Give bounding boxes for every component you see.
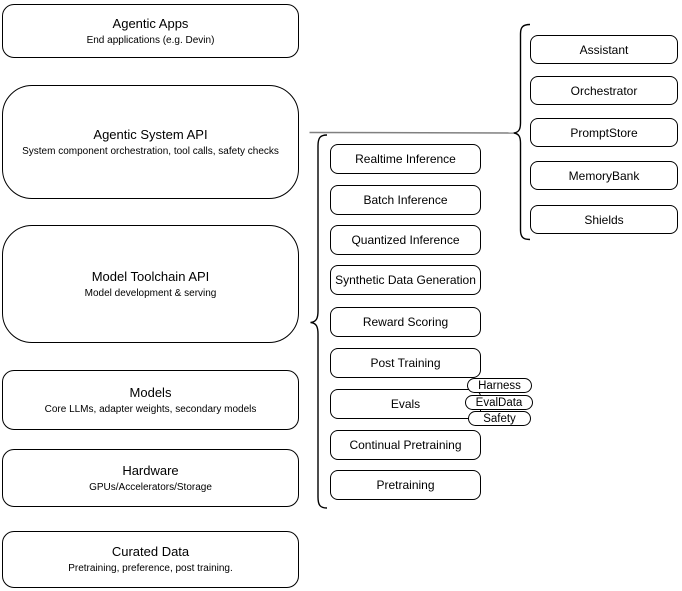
node-model-toolchain-api: Model Toolchain API Model development & … [2, 225, 299, 343]
node-models: Models Core LLMs, adapter weights, secon… [2, 370, 299, 430]
node-curated-data: Curated Data Pretraining, preference, po… [2, 531, 299, 588]
node-subtitle: End applications (e.g. Devin) [86, 34, 215, 46]
node-title: Curated Data [111, 544, 190, 559]
node-pretraining: Pretraining [330, 470, 481, 500]
system-components-group-brace [513, 23, 531, 241]
node-subtitle: Core LLMs, adapter weights, secondary mo… [44, 403, 257, 415]
node-subtitle: System component orchestration, tool cal… [22, 145, 279, 157]
tag-harness: Harness [467, 378, 532, 393]
tag-safety: Safety [468, 411, 531, 426]
node-subtitle: Pretraining, preference, post training. [68, 563, 233, 574]
node-batch-inference: Batch Inference [330, 185, 481, 215]
node-quantized-inference: Quantized Inference [330, 225, 481, 255]
node-agentic-system-api: Agentic System API System component orch… [2, 85, 299, 199]
node-continual-pretraining: Continual Pretraining [330, 430, 481, 460]
node-title: Hardware [122, 462, 179, 478]
node-title: Model Toolchain API [91, 268, 210, 284]
node-title: Agentic Apps [112, 15, 189, 31]
node-realtime-inference: Realtime Inference [330, 144, 481, 174]
node-hardware: Hardware GPUs/Accelerators/Storage [2, 449, 299, 507]
node-promptstore: PromptStore [530, 118, 678, 147]
node-orchestrator: Orchestrator [530, 76, 678, 105]
node-memorybank: MemoryBank [530, 161, 678, 190]
node-post-training: Post Training [330, 348, 481, 378]
node-subtitle: GPUs/Accelerators/Storage [89, 481, 212, 493]
node-assistant: Assistant [530, 35, 678, 64]
node-synthetic-data-generation: Synthetic Data Generation [330, 265, 481, 295]
toolchain-group-brace [310, 134, 328, 509]
node-title: Agentic System API [93, 126, 208, 142]
system-api-connector-line [309, 131, 514, 134]
node-subtitle: Model development & serving [84, 287, 217, 299]
node-evals: Evals [330, 389, 481, 419]
node-agentic-apps: Agentic Apps End applications (e.g. Devi… [2, 4, 299, 58]
node-shields: Shields [530, 205, 678, 234]
node-title: Models [129, 384, 172, 400]
tag-evaldata: EvalData [465, 395, 533, 410]
node-reward-scoring: Reward Scoring [330, 307, 481, 337]
